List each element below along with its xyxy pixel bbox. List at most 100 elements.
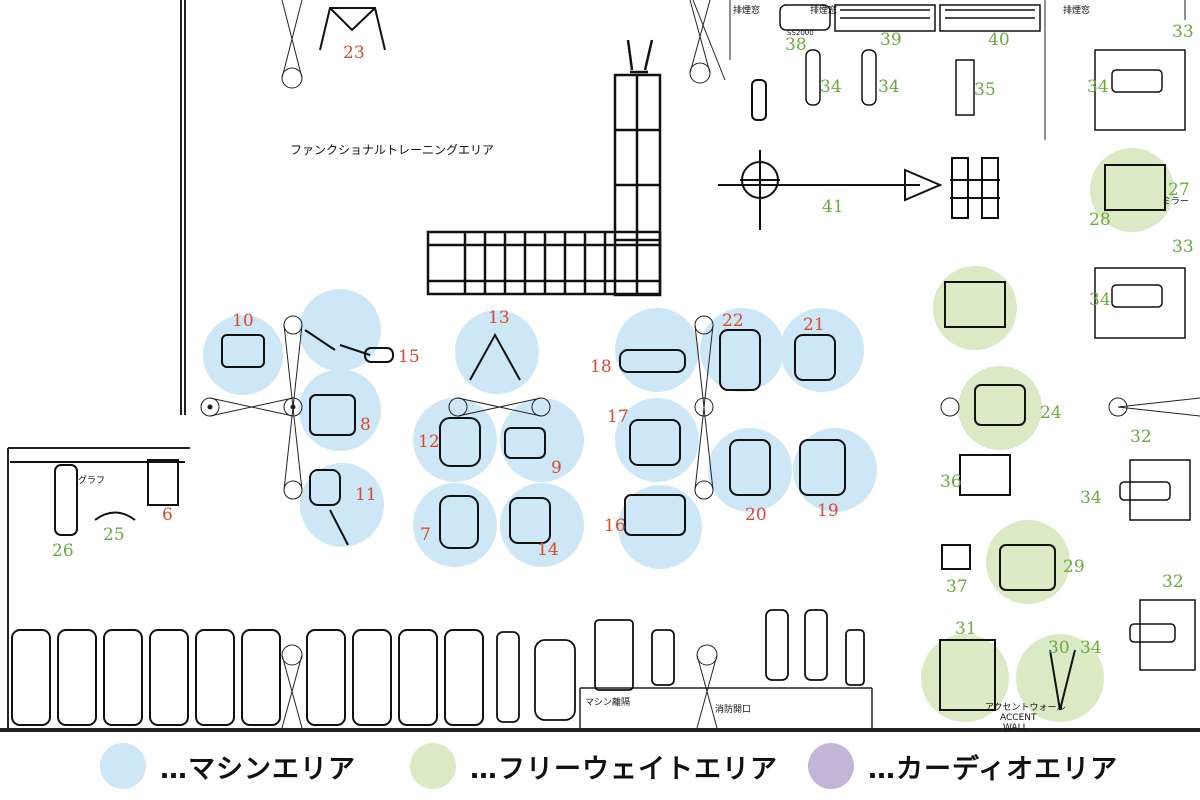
machine-number: 21 [803,315,825,335]
equipment-41 [718,79,1000,230]
machine-number: 10 [232,311,254,331]
free-number: 41 [822,197,844,217]
free-number: 34 [1087,77,1109,97]
door-swing-vertical-1 [283,315,303,500]
misc-equipment [10,7,386,536]
door-swing-symbols [200,0,1200,729]
power-racks [1094,49,1196,671]
free-number: 36 [940,472,962,492]
free-zone-30 [1016,634,1104,722]
fire-opening-label: 消防開口 [715,703,751,715]
functional-rig [426,39,662,297]
free-weight-area-zones [921,148,1174,722]
legend-item-machine: …マシンエリア [100,743,356,789]
free-zone-31 [921,634,1009,722]
free-number: 34 [1080,488,1102,508]
machine-zone-14 [500,483,584,567]
machine-zone-10 [203,315,283,395]
free-number: 34 [1080,638,1102,658]
machine-number: 17 [607,407,629,427]
legend-label-cardio: …カーディオエリア [868,753,1119,785]
machine-number: 9 [551,458,562,478]
free-number: 37 [946,577,968,597]
legend-label-free-weight: …フリーウェイトエリア [470,753,778,785]
door-swing-bottom [281,644,718,729]
accent-wall-en-label-2: WALL [1003,723,1028,732]
legend: …マシンエリア …フリーウェイトエリア …カーディオエリア [0,732,1200,800]
machine-number: 14 [537,540,559,560]
legend-swatch-machine [100,743,146,789]
machine-area-zones [203,289,877,569]
free-zone-29 [986,520,1070,604]
free-number: 38 [785,35,807,55]
free-number: 40 [988,30,1010,50]
floor-plan-drawing: ファンクショナルトレーニングエリア 排煙窓 排煙窓 排煙窓 SS2000 マシン… [0,0,1200,732]
free-zone-33b [933,266,1017,350]
machine-number: 6 [162,505,173,525]
machine-number-labels: 10 15 8 11 13 12 9 7 14 18 22 21 17 20 1… [162,43,839,560]
cardio-bikes [496,609,865,723]
machine-zone-19 [793,428,877,512]
free-weight-number-labels: 38 39 40 34 34 35 41 33 34 27 28 33 34 2… [52,22,1194,658]
machine-zone-7 [413,483,497,567]
door-swing-vertical-2 [694,315,714,500]
door-swing-right-a [940,397,1200,417]
free-number: 35 [974,80,996,100]
functional-area-label: ファンクショナルトレーニングエリア [290,143,494,157]
machine-zone-21 [780,308,864,392]
accent-wall-jp-label: アクセントウォール [985,702,1066,713]
exhaust-window-label-3: 排煙窓 [1063,4,1090,16]
machine-number: 15 [398,347,420,367]
door-swing-left [200,397,303,417]
walls [0,0,1200,732]
free-number: 39 [880,30,902,50]
machine-number: 18 [590,357,612,377]
legend-swatch-free-weight [410,743,456,789]
free-number: 33 [1172,237,1194,257]
machine-number: 22 [722,311,744,331]
free-zone-24 [958,366,1042,450]
free-number: 32 [1162,572,1184,592]
machine-zone-9 [500,398,584,482]
accent-wall-en-label-1: ACCENT [1000,713,1037,723]
door-swing-mid [448,397,551,417]
mirror-label: ミラー [1162,196,1189,207]
free-number: 26 [52,541,74,561]
machine-zone-16 [618,485,702,569]
legend-item-free-weight: …フリーウェイトエリア [410,743,778,789]
free-number: 27 [1168,180,1190,200]
exhaust-window-label-2: 排煙窓 [810,4,837,16]
free-number: 34 [1089,290,1111,310]
machine-zone-8 [299,369,381,451]
free-number: 29 [1063,557,1085,577]
machine-number: 7 [420,525,431,545]
free-number: 25 [103,525,125,545]
free-number: 30 [1048,638,1070,658]
machine-number: 23 [343,43,365,63]
machine-number: 8 [360,415,371,435]
machine-zone-15 [299,289,381,371]
exhaust-window-label-1: 排煙窓 [733,4,760,16]
legend-label-machine: …マシンエリア [160,753,356,785]
machine-number: 12 [418,432,440,452]
machine-number: 11 [355,485,377,505]
dumbbell-racks [779,4,1041,32]
machine-number: 20 [745,505,767,525]
door-swing-top [281,0,711,89]
cardio-treadmills [11,629,484,726]
machine-number: 13 [488,308,510,328]
machine-zone-13 [455,310,539,394]
free-number: 31 [955,619,977,639]
free-number: 33 [1172,22,1194,42]
gravity-label: グラフ [78,474,105,486]
free-number: 24 [1040,403,1062,423]
machine-number: 19 [817,501,839,521]
legend-swatch-cardio [808,743,854,789]
free-number: 32 [1130,427,1152,447]
machine-barrier-label: マシン離隔 [585,696,630,708]
machine-zone-11 [300,463,384,547]
adjustable-benches-top [805,49,975,116]
legend-item-cardio: …カーディオエリア [808,743,1119,789]
free-number: 34 [820,77,842,97]
